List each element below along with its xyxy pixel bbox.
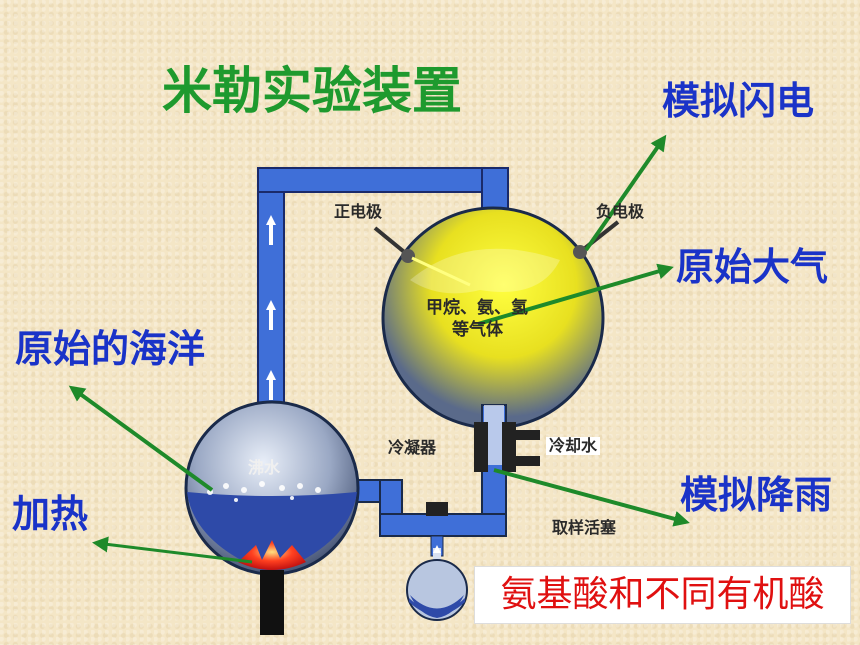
arrow-atmosphere xyxy=(477,263,674,326)
electrodes xyxy=(373,220,620,287)
flow-arrows xyxy=(266,215,276,400)
arrow-lightning xyxy=(584,134,667,252)
riser-tube xyxy=(257,167,509,437)
annotation-arrows xyxy=(68,134,690,564)
label-gas-line2: 等气体 xyxy=(452,320,503,340)
page-title: 米勒实验装置 xyxy=(162,62,462,120)
label-negative-electrode: 负电极 xyxy=(596,202,645,221)
burner-flame xyxy=(238,540,306,635)
label-lightning: 模拟闪电 xyxy=(662,79,815,123)
label-gas-line1: 甲烷、氨、氢 xyxy=(426,298,528,318)
arrow-rain xyxy=(493,468,690,527)
result-box: 氨基酸和不同有机酸 xyxy=(474,566,851,624)
label-rain: 模拟降雨 xyxy=(680,473,833,517)
label-boiling-water: 沸水 xyxy=(248,458,281,477)
label-positive-electrode: 正电极 xyxy=(334,202,383,221)
label-condenser: 冷凝器 xyxy=(388,438,437,457)
sampling-valve xyxy=(406,502,468,621)
label-ocean: 原始的海洋 xyxy=(15,327,206,371)
label-heating: 加热 xyxy=(12,492,89,536)
label-atmosphere: 原始大气 xyxy=(676,245,829,289)
label-cooling-water: 冷却水 xyxy=(546,437,601,455)
arrow-ocean xyxy=(68,385,214,492)
label-sampling-valve: 取样活塞 xyxy=(552,518,617,537)
arrow-heating xyxy=(92,536,253,564)
